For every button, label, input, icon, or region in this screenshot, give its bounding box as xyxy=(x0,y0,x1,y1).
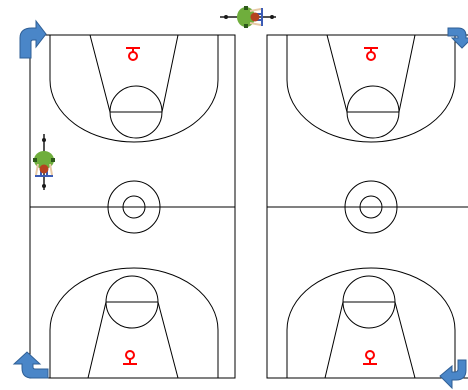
arrow-bottom-left-icon xyxy=(14,352,48,378)
court-left xyxy=(30,35,235,378)
court-left-top-key xyxy=(90,35,178,112)
cyclist-left-sideline-icon xyxy=(33,134,55,190)
court-right-bottom-basket xyxy=(363,351,377,364)
court-left-top-basket xyxy=(126,48,140,60)
arrow-bottom-right-icon xyxy=(440,360,466,388)
court-right-top-key xyxy=(327,35,415,112)
court-left-bottom-three-point-arc xyxy=(50,268,218,378)
court-left-bottom-key xyxy=(88,302,178,378)
arrow-top-right-icon xyxy=(448,28,468,48)
court-right-bottom-key xyxy=(325,302,415,378)
court-right-top-basket xyxy=(364,48,378,60)
court-left-bottom-basket xyxy=(123,351,137,364)
court-right xyxy=(267,35,468,378)
arrow-top-left-icon xyxy=(20,21,46,58)
cyclist-top-icon xyxy=(220,6,276,28)
